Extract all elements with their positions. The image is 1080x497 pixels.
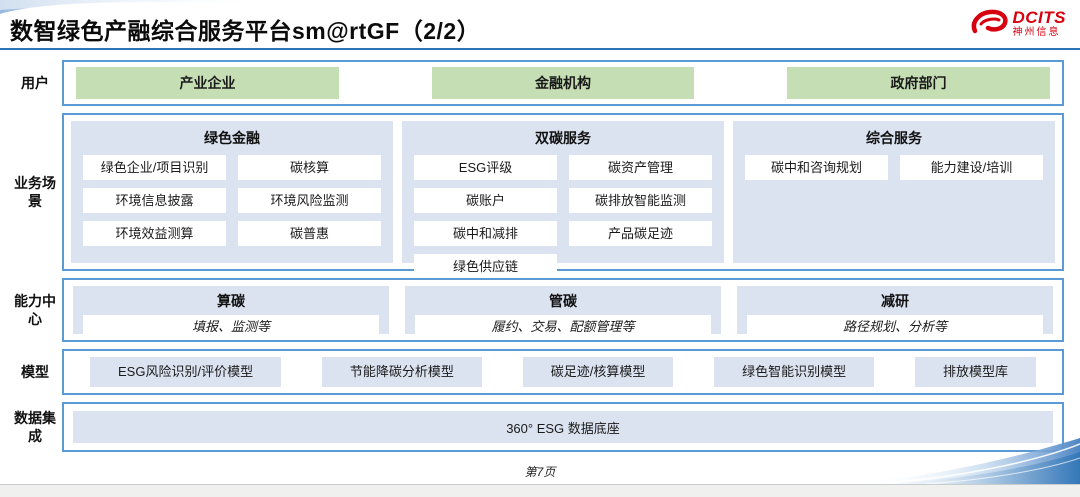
- row-data-integration: 数据集成 360° ESG 数据底座: [8, 402, 1064, 452]
- page-title: 数智绿色产融综合服务平台sm@rtGF（2/2）: [10, 18, 481, 44]
- dcits-swoosh-icon: [971, 9, 1008, 34]
- architecture-diagram: 用户 产业企业 金融机构 政府部门 业务场景 绿色金融 绿色企业/项目识别 碳核…: [8, 60, 1064, 452]
- capabilities-container: 算碳 填报、监测等 管碳 履约、交易、配额管理等 减研 路径规划、分析等: [62, 278, 1064, 342]
- row-label-capabilities: 能力中心: [14, 292, 56, 327]
- scenario-item: 碳排放智能监测: [568, 188, 712, 213]
- model-item: ESG风险识别/评价模型: [90, 357, 282, 387]
- capability-desc: 履约、交易、配额管理等: [415, 315, 711, 338]
- data-foundation-item: 360° ESG 数据底座: [73, 411, 1053, 443]
- capability-desc: 填报、监测等: [83, 315, 379, 338]
- scenario-item: 环境风险监测: [237, 188, 381, 213]
- bottom-wave-decoration: [865, 438, 1080, 484]
- scenario-item: 碳中和减排: [414, 221, 558, 246]
- scenario-item: 环境信息披露: [83, 188, 227, 213]
- footer-bar: [0, 484, 1080, 497]
- model-item: 排放模型库: [914, 357, 1036, 387]
- brand-name: DCITS: [1012, 7, 1066, 27]
- row-users: 用户 产业企业 金融机构 政府部门: [8, 60, 1064, 106]
- scenario-column-title: 双碳服务: [535, 130, 591, 146]
- scenario-item: 产品碳足迹: [568, 221, 712, 246]
- user-item-industry: 产业企业: [76, 67, 339, 99]
- scenario-column-green-finance: 绿色金融 绿色企业/项目识别 碳核算 环境信息披露 环境风险监测 环境效益测算 …: [71, 121, 393, 263]
- scenario-column-title: 综合服务: [866, 130, 922, 146]
- title-underline: [0, 48, 1080, 50]
- capability-manage-carbon: 管碳 履约、交易、配额管理等: [405, 286, 721, 338]
- brand-subname: 神州信息: [1012, 26, 1061, 38]
- row-label-users: 用户: [21, 74, 49, 91]
- page-number: 第7页: [524, 465, 556, 479]
- scenario-column-comprehensive: 综合服务 碳中和咨询规划 能力建设/培训: [733, 121, 1055, 263]
- model-item: 碳足迹/核算模型: [522, 357, 674, 387]
- users-container: 产业企业 金融机构 政府部门: [62, 60, 1064, 106]
- scenario-item: 碳普惠: [237, 221, 381, 246]
- scenario-item: 碳中和咨询规划: [745, 155, 889, 180]
- scenario-item: 绿色供应链: [414, 254, 558, 279]
- capability-reduction-research: 减研 路径规划、分析等: [737, 286, 1053, 338]
- top-wave-decoration: [0, 0, 270, 14]
- row-capabilities: 能力中心 算碳 填报、监测等 管碳 履约、交易、配额管理等 减研 路径规划、分析…: [8, 278, 1064, 342]
- capability-desc: 路径规划、分析等: [747, 315, 1043, 338]
- scenario-item: 能力建设/培训: [899, 155, 1043, 180]
- scenario-item: 绿色企业/项目识别: [83, 155, 227, 180]
- scenario-item: 环境效益测算: [83, 221, 227, 246]
- scenario-item: 碳账户: [414, 188, 558, 213]
- scenarios-container: 绿色金融 绿色企业/项目识别 碳核算 环境信息披露 环境风险监测 环境效益测算 …: [62, 113, 1064, 279]
- models-container: ESG风险识别/评价模型 节能降碳分析模型 碳足迹/核算模型 绿色智能识别模型 …: [62, 349, 1064, 395]
- data-integration-container: 360° ESG 数据底座: [62, 402, 1064, 452]
- scenario-item: 碳资产管理: [568, 155, 712, 180]
- scenario-item: ESG评级: [414, 155, 558, 180]
- row-scenarios: 业务场景 绿色金融 绿色企业/项目识别 碳核算 环境信息披露 环境风险监测 环境…: [8, 113, 1064, 279]
- model-item: 绿色智能识别模型: [714, 357, 875, 387]
- capability-calc-carbon: 算碳 填报、监测等: [73, 286, 389, 338]
- brand-logo: DCITS 神州信息: [969, 8, 1067, 38]
- row-label-data-integration: 数据集成: [14, 409, 56, 444]
- row-label-models: 模型: [21, 363, 49, 380]
- capability-title: 管碳: [549, 293, 577, 309]
- row-label-scenarios: 业务场景: [14, 174, 56, 209]
- scenario-column-dual-carbon: 双碳服务 ESG评级 碳资产管理 碳账户 碳排放智能监测 碳中和减排 产品碳足迹…: [402, 121, 724, 279]
- row-models: 模型 ESG风险识别/评价模型 节能降碳分析模型 碳足迹/核算模型 绿色智能识别…: [8, 349, 1064, 395]
- user-item-government: 政府部门: [787, 67, 1050, 99]
- scenario-column-title: 绿色金融: [204, 130, 260, 146]
- capability-title: 减研: [881, 293, 909, 309]
- user-item-finance: 金融机构: [431, 67, 695, 99]
- model-item: 节能降碳分析模型: [321, 357, 482, 387]
- capability-title: 算碳: [217, 293, 245, 309]
- scenario-item: 碳核算: [237, 155, 381, 180]
